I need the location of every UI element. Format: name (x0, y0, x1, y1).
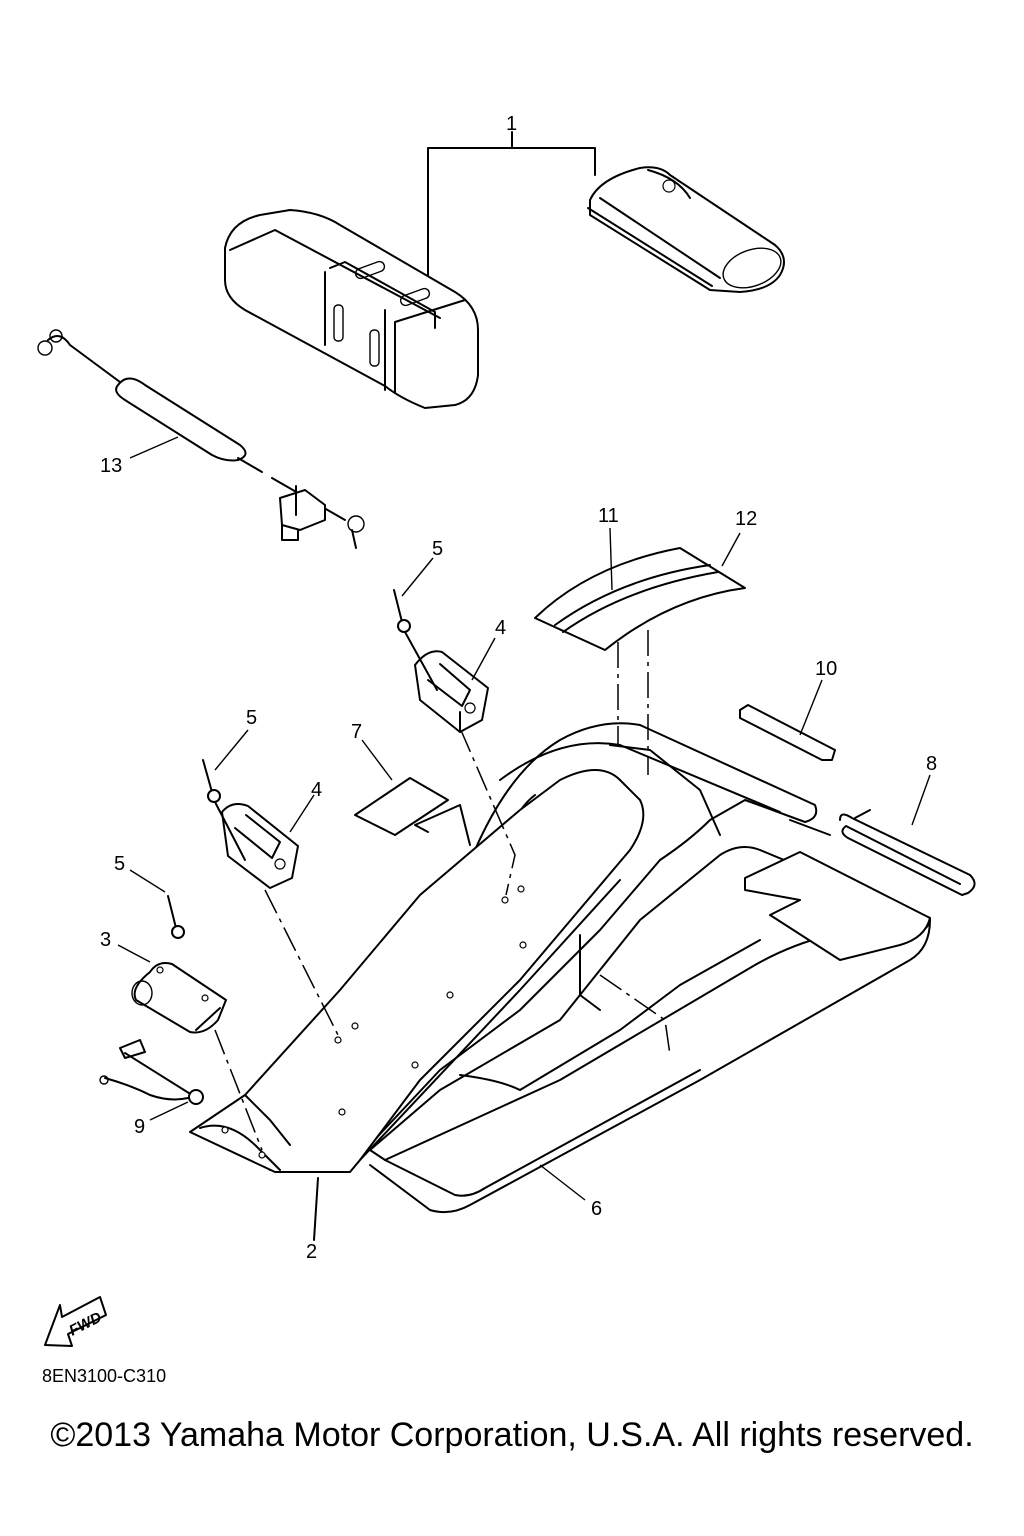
fwd-arrow-icon: FWD (44, 1296, 107, 1347)
part-5-rivet-upper (393, 589, 438, 691)
part-10-strip (739, 704, 836, 761)
part-9-pin (99, 1039, 204, 1105)
label-part-3: 3 (100, 929, 111, 951)
label-part-1: 1 (506, 113, 517, 135)
label-leaders (117, 436, 931, 1201)
part-1-storage-bags (224, 131, 785, 409)
label-part-4-upper: 4 (495, 617, 506, 639)
part-11-12-stripe-decals (534, 547, 746, 651)
label-part-13: 13 (100, 455, 122, 477)
label-part-2: 2 (306, 1241, 317, 1263)
part-number-labels: 1 13 11 12 5 4 10 5 7 8 4 5 3 9 6 2 (100, 113, 937, 1263)
part-3-hinge (131, 962, 227, 1034)
label-part-5-upper: 5 (432, 538, 443, 560)
part-4-clip-upper (414, 650, 489, 733)
part-13-cord (37, 329, 365, 549)
label-part-10: 10 (815, 658, 837, 680)
part-7-decal (354, 777, 449, 836)
part-5-rivet-lower (167, 895, 185, 939)
copyright-notice: ©2013 Yamaha Motor Corporation, U.S.A. A… (50, 1416, 974, 1454)
part-5-rivet-middle (202, 759, 246, 861)
label-part-7: 7 (351, 721, 362, 743)
label-part-9: 9 (134, 1116, 145, 1138)
diagram-code: 8EN3100-C310 (42, 1366, 166, 1386)
label-part-12: 12 (735, 508, 757, 530)
label-part-6: 6 (591, 1198, 602, 1220)
part-4-clip-lower (221, 803, 299, 889)
label-part-11: 11 (598, 505, 619, 527)
part-8-hook-rod (789, 809, 976, 896)
part-2-seat-plate (189, 769, 645, 1241)
label-part-4-lower: 4 (311, 779, 322, 801)
label-part-5-middle: 5 (246, 707, 257, 729)
label-part-5-lower: 5 (114, 853, 125, 875)
label-part-8: 8 (926, 753, 937, 775)
